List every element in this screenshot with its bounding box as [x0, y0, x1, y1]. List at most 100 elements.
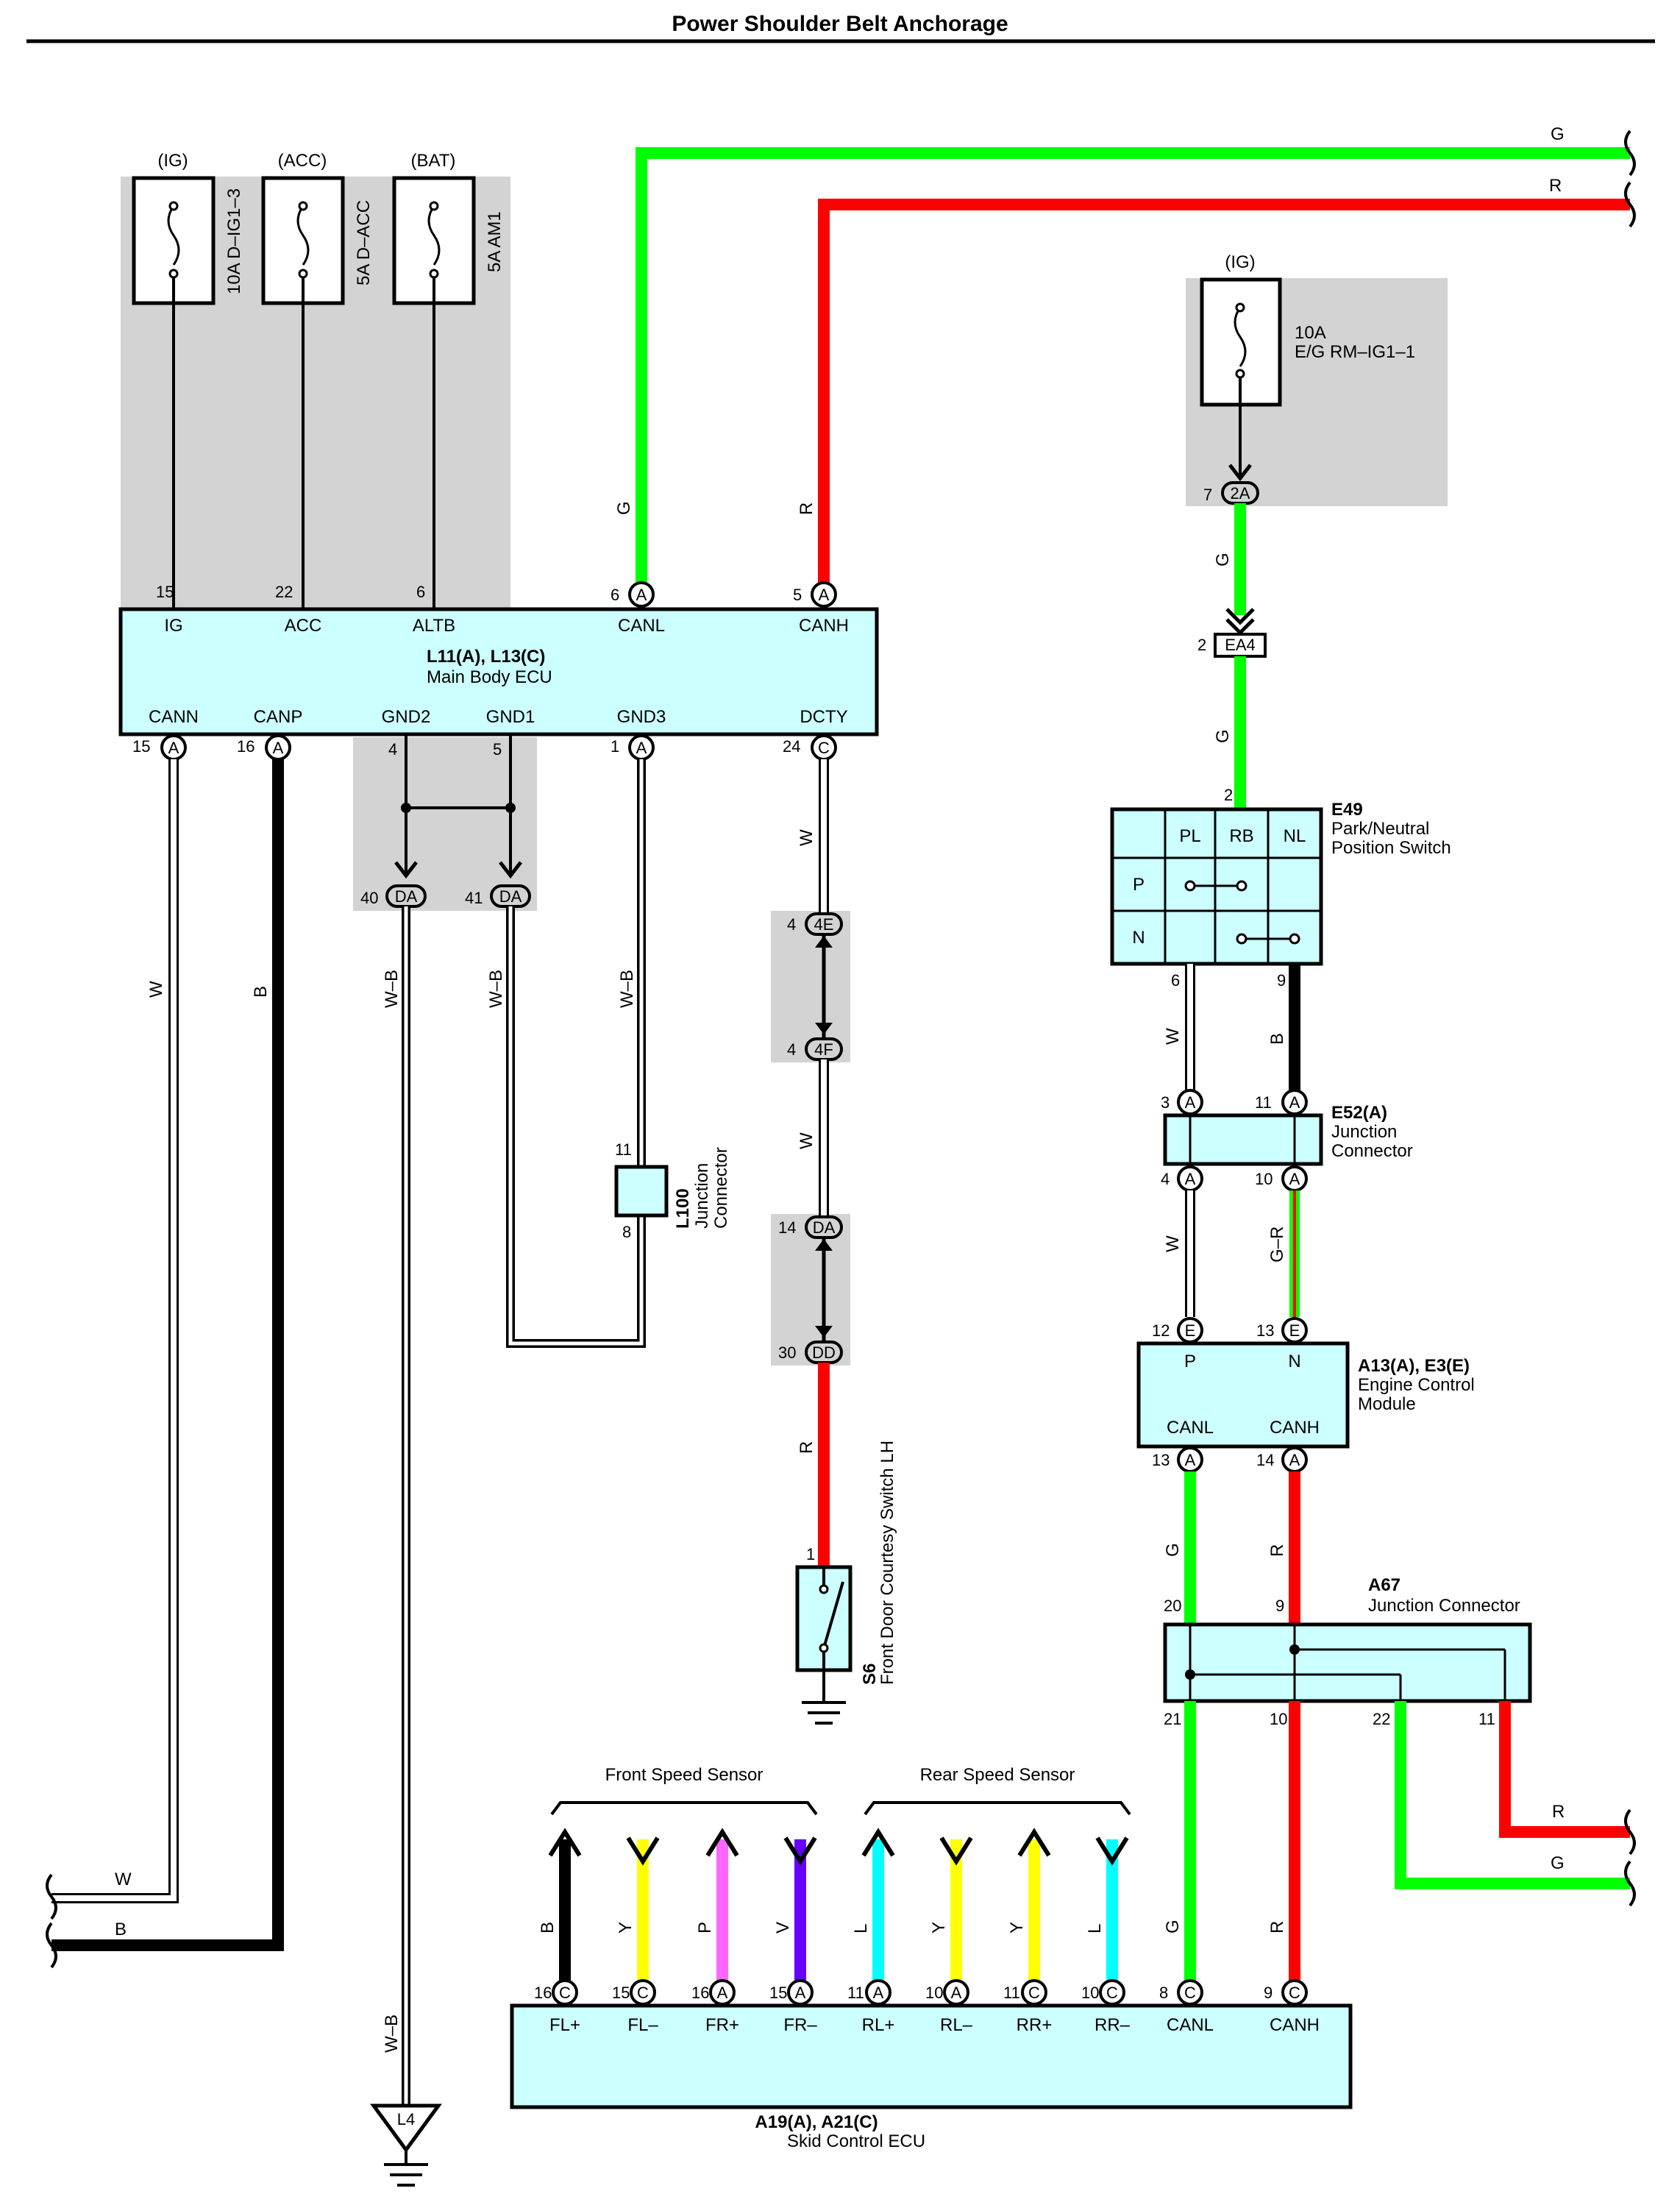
terminal-label: RL–: [940, 2015, 973, 2035]
terminal-label: FR+: [705, 2015, 739, 2035]
pin-connector-letter: A: [951, 1984, 962, 2002]
svg-text:Junction: Junction: [1331, 1122, 1397, 1142]
svg-text:A13(A), E3(E): A13(A), E3(E): [1358, 1356, 1470, 1376]
svg-text:W–B: W–B: [382, 2014, 402, 2053]
svg-text:W: W: [797, 1132, 816, 1149]
svg-text:A19(A), A21(C): A19(A), A21(C): [755, 2112, 878, 2132]
svg-text:W: W: [115, 1870, 132, 1889]
svg-text:40: 40: [360, 889, 378, 907]
pin-connector-letter: C: [559, 1984, 571, 2002]
svg-text:1: 1: [806, 1545, 815, 1563]
svg-text:G: G: [1163, 1543, 1183, 1557]
svg-text:A: A: [636, 739, 647, 757]
terminal-label: FL–: [627, 2015, 658, 2035]
svg-text:B: B: [251, 986, 271, 998]
arrow-down-icon: [939, 1836, 973, 1866]
svg-text:ACC: ACC: [285, 616, 322, 636]
svg-text:NL: NL: [1284, 826, 1306, 846]
break-icon: [46, 1873, 57, 1920]
terminal-label: FR–: [783, 2015, 817, 2035]
svg-text:41: 41: [465, 889, 483, 907]
svg-text:A: A: [819, 586, 830, 604]
terminal-label: FL+: [549, 2015, 580, 2035]
svg-text:DA: DA: [499, 887, 522, 906]
svg-text:CANH: CANH: [799, 616, 849, 636]
break-icon: [1624, 181, 1636, 228]
svg-text:(IG): (IG): [157, 151, 188, 171]
arrow-up-icon: [548, 1828, 582, 1857]
svg-text:GND3: GND3: [617, 707, 666, 727]
pin-connector-letter: C: [1184, 1984, 1196, 2002]
svg-text:DA: DA: [395, 887, 418, 906]
svg-text:(BAT): (BAT): [411, 151, 456, 171]
front-speed-sensor-label: Front Speed Sensor: [605, 1765, 764, 1785]
svg-text:16: 16: [237, 737, 255, 756]
svg-text:A: A: [1289, 1170, 1300, 1188]
ground-junction-shade: [353, 737, 537, 911]
break-icon: [1624, 1808, 1636, 1856]
svg-text:R: R: [797, 503, 816, 515]
svg-text:P: P: [1133, 875, 1145, 895]
ground-l4: L4: [370, 2103, 442, 2187]
svg-text:W: W: [797, 829, 816, 846]
svg-text:2A: 2A: [1231, 484, 1250, 503]
pin-altb: 6: [416, 583, 425, 601]
svg-text:Engine Control: Engine Control: [1358, 1375, 1475, 1395]
svg-text:5: 5: [793, 586, 802, 604]
svg-text:N: N: [1132, 928, 1145, 948]
wire-canl-green: [636, 147, 1630, 594]
pin-connector-letter: A: [873, 1984, 884, 2002]
svg-text:S6: S6: [860, 1663, 880, 1685]
svg-text:EA4: EA4: [1225, 636, 1256, 654]
e52-junction-connector: E52(A) Junction Connector: [1163, 1103, 1413, 1166]
svg-text:R: R: [1552, 1802, 1565, 1822]
pin-number: 15: [612, 1984, 630, 2002]
svg-text:24: 24: [783, 737, 800, 756]
svg-text:11: 11: [1478, 1710, 1495, 1728]
arrow-down-icon: [1095, 1836, 1129, 1866]
svg-text:30: 30: [778, 1343, 796, 1362]
svg-text:8: 8: [622, 1223, 631, 1241]
svg-text:W–B: W–B: [486, 970, 506, 1008]
terminal-label: RR+: [1017, 2015, 1053, 2035]
svg-text:14: 14: [1256, 1451, 1274, 1469]
svg-text:20: 20: [1164, 1597, 1181, 1615]
svg-text:G: G: [1551, 1853, 1565, 1873]
svg-text:W–B: W–B: [382, 970, 402, 1008]
main-body-ecu: IG ACC ALTB CANL CANH L11(A), L13(C) Mai…: [118, 607, 879, 736]
pin-connector-letter: C: [637, 1984, 649, 2002]
svg-text:2: 2: [1197, 636, 1206, 654]
svg-text:22: 22: [1373, 1710, 1390, 1728]
svg-text:E: E: [1185, 1321, 1196, 1340]
svg-text:W–B: W–B: [617, 970, 637, 1008]
svg-text:A: A: [1185, 1451, 1196, 1469]
e49-park-neutral-switch: PL RB NL P N E49 Park/Neutral Position S…: [1110, 800, 1451, 966]
svg-text:10A D–IG1–3: 10A D–IG1–3: [224, 188, 244, 294]
svg-text:A: A: [273, 739, 284, 757]
wire-color-label: Y: [1007, 1922, 1027, 1934]
arrow-up-icon: [1017, 1828, 1051, 1857]
svg-text:W: W: [146, 981, 166, 998]
connector-da-dd-shade: [771, 1214, 850, 1366]
arrow-up-icon: [861, 1828, 895, 1857]
svg-text:Connector: Connector: [711, 1147, 731, 1229]
svg-text:Connector: Connector: [1331, 1141, 1413, 1161]
svg-text:N: N: [1288, 1352, 1300, 1371]
pin-connector-letter: C: [1028, 1984, 1040, 2002]
svg-text:4F: 4F: [814, 1040, 833, 1059]
svg-text:6: 6: [1171, 971, 1180, 990]
wire-color-label: Y: [616, 1922, 636, 1934]
wire-color-label: V: [773, 1922, 793, 1934]
svg-text:4E: 4E: [814, 915, 834, 934]
svg-text:10: 10: [1270, 1710, 1287, 1728]
svg-text:G: G: [1213, 553, 1233, 567]
svg-text:P: P: [1184, 1352, 1196, 1371]
svg-text:5: 5: [493, 740, 502, 759]
wire-color-label: P: [695, 1922, 715, 1934]
a67-junction-connector: A67 Junction Connector: [1163, 1575, 1532, 1703]
pin-number: 16: [534, 1984, 552, 2002]
svg-text:A: A: [1185, 1170, 1196, 1188]
wire-color-label: G: [1163, 1920, 1183, 1934]
svg-text:CANH: CANH: [1270, 1418, 1320, 1438]
svg-text:1: 1: [611, 737, 619, 756]
